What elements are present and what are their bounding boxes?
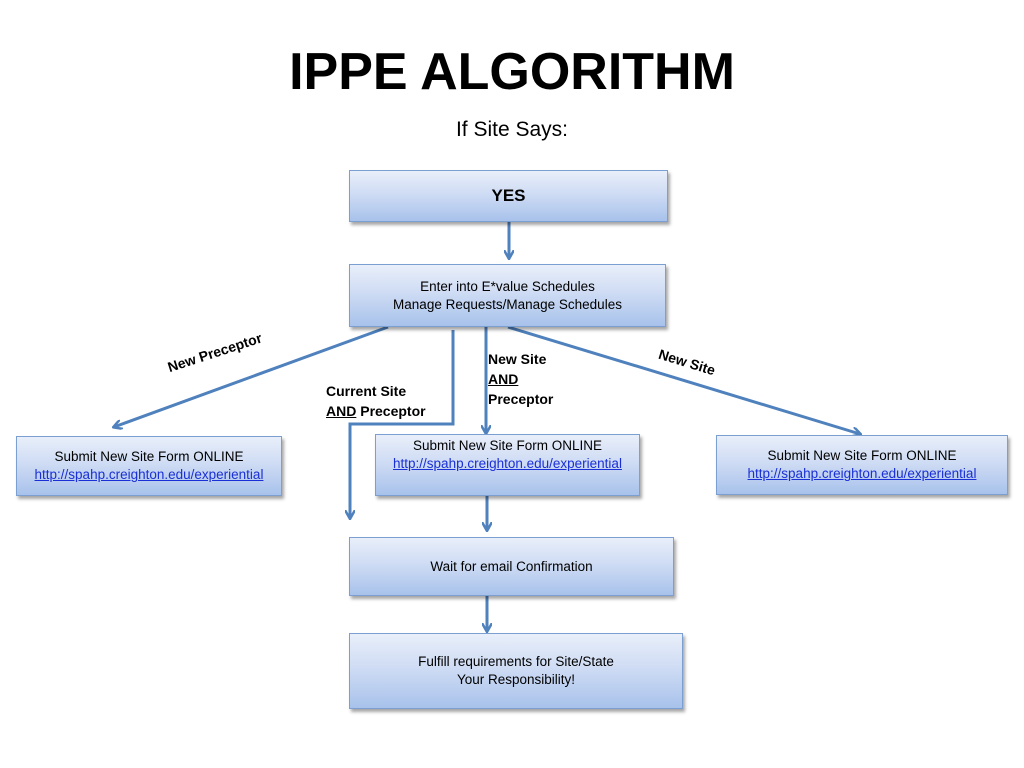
fulfill-box: Fulfill requirements for Site/State Your… (349, 633, 683, 709)
middle-form-box: Submit New Site Form ONLINE http://spahp… (375, 434, 640, 496)
label-new-site-and-preceptor: New Site AND Preceptor (488, 349, 553, 409)
middle-form-title: Submit New Site Form ONLINE (412, 438, 603, 453)
arrow-current-site (350, 330, 455, 518)
yes-box: YES (349, 170, 668, 222)
middle-form-link[interactable]: http://spahp.creighton.edu/experiential (393, 456, 622, 471)
label-new-site-and-line3: Preceptor (488, 391, 554, 407)
label-current-site-rest: Preceptor (356, 403, 426, 419)
label-new-site-and-and: AND (488, 371, 519, 387)
label-current-site-line1: Current Site (326, 383, 407, 399)
arrow-new-site (507, 325, 860, 434)
wait-box: Wait for email Confirmation (349, 537, 674, 596)
label-current-site-and: AND (326, 403, 357, 419)
right-form-link[interactable]: http://spahp.creighton.edu/experiential (747, 466, 977, 481)
arrow-new-preceptor (114, 325, 389, 427)
evalue-line2: Manage Requests/Manage Schedules (393, 296, 622, 312)
left-form-box: Submit New Site Form ONLINE http://spahp… (16, 436, 282, 496)
page-title: IPPE ALGORITHM (289, 43, 735, 101)
left-form-title: Submit New Site Form ONLINE (54, 449, 244, 464)
fulfill-line2: Your Responsibility! (456, 672, 576, 687)
wait-label: Wait for email Confirmation (430, 558, 593, 574)
right-form-title: Submit New Site Form ONLINE (767, 448, 957, 463)
evalue-box: Enter into E*value Schedules Manage Requ… (349, 264, 666, 327)
label-new-site-and-line1: New Site (488, 351, 547, 367)
evalue-line1: Enter into E*value Schedules (420, 278, 595, 294)
page-subtitle: If Site Says: (455, 118, 569, 141)
left-form-link[interactable]: http://spahp.creighton.edu/experiential (34, 467, 264, 482)
fulfill-line1: Fulfill requirements for Site/State (418, 654, 614, 669)
yes-label: YES (491, 186, 526, 205)
right-form-box: Submit New Site Form ONLINE http://spahp… (716, 435, 1008, 495)
label-current-site-line2: AND Preceptor (326, 401, 426, 421)
label-current-site: Current Site AND Preceptor (326, 381, 426, 421)
